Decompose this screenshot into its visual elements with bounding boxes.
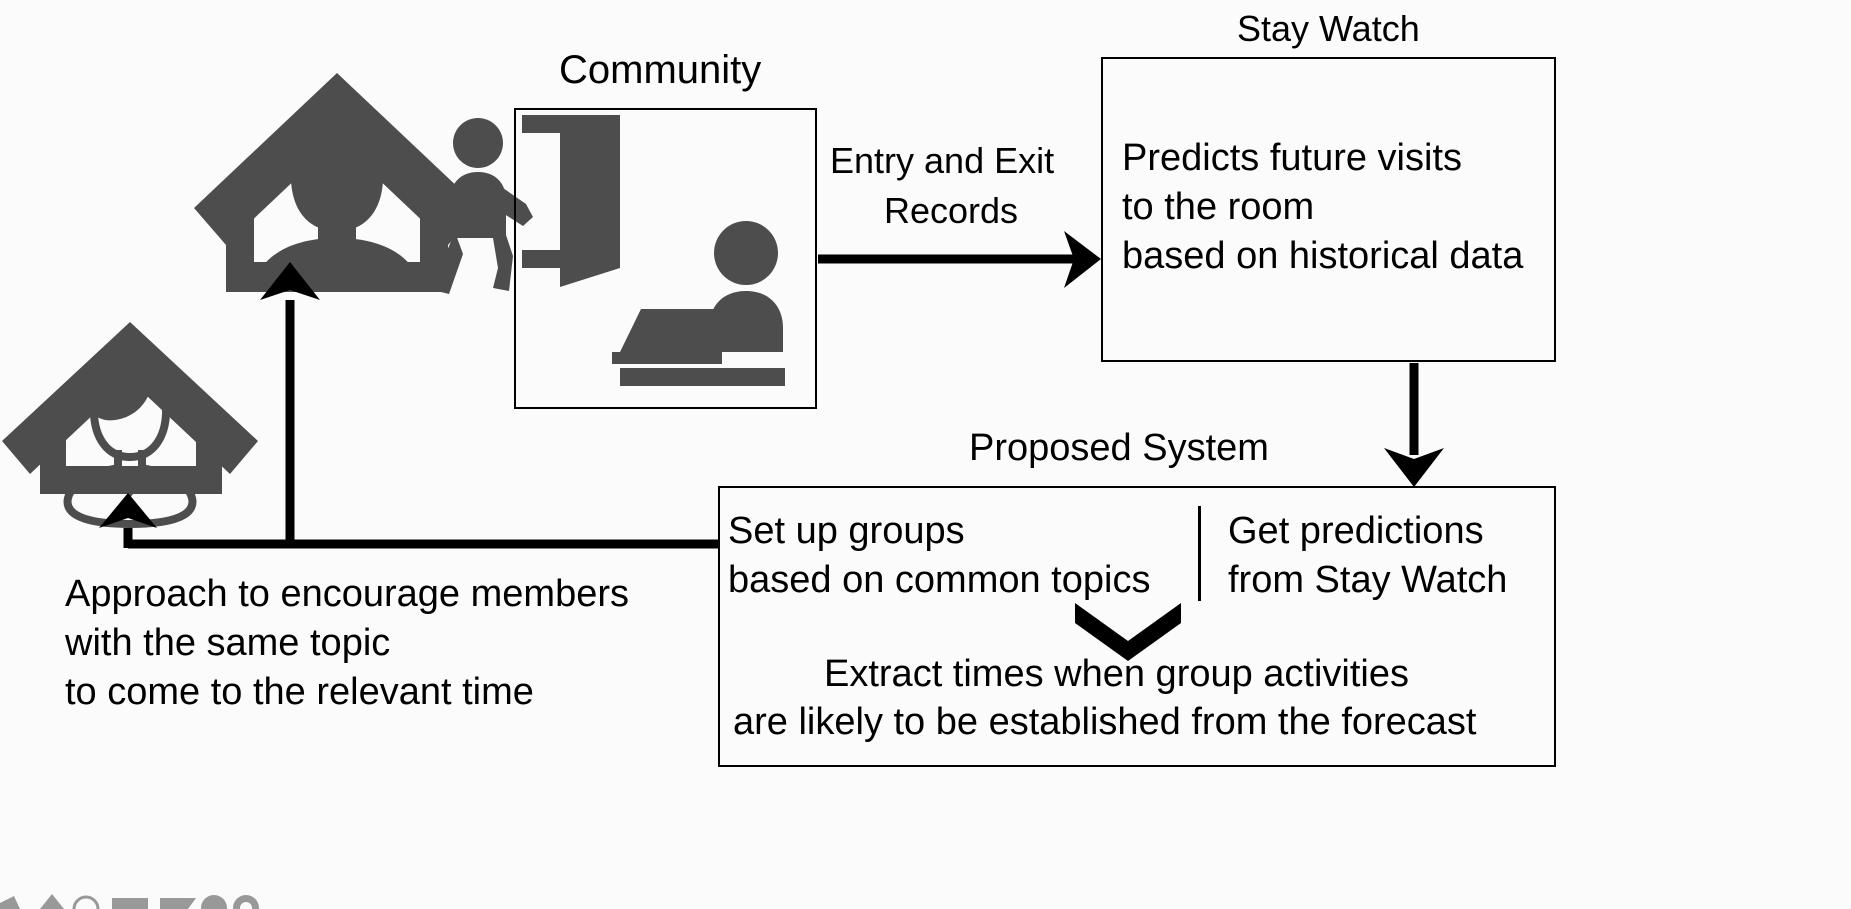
community-to-stay-watch-arrow (818, 231, 1101, 288)
stay-watch-box (1101, 57, 1556, 362)
proposed-system-right-line1: Get predictions (1228, 510, 1484, 552)
proposed-system-left-line1: Set up groups (728, 510, 965, 552)
house-with-male-resident-icon (194, 73, 480, 292)
stay-watch-to-proposed-system-arrow (1384, 363, 1444, 487)
stay-watch-title: Stay Watch (1237, 8, 1420, 49)
approach-note-line1: Approach to encourage members (65, 573, 629, 615)
proposed-system-box (718, 486, 1556, 767)
proposed-system-right-line2: from Stay Watch (1228, 559, 1508, 601)
approach-note-line2: with the same topic (65, 622, 391, 664)
bottom-edge-icon-strip (0, 894, 259, 909)
proposed-system-left-line2: based on common topics (728, 559, 1151, 601)
stay-watch-text-line1: Predicts future visits (1122, 137, 1462, 179)
community-title: Community (559, 48, 762, 92)
stay-watch-text-line3: based on historical data (1122, 235, 1524, 277)
community-box (514, 108, 817, 409)
proposed-system-bottom-line1: Extract times when group activities (824, 653, 1410, 695)
stay-watch-text-line2: to the room (1122, 186, 1315, 228)
approach-note-line3: to come to the relevant time (65, 671, 534, 713)
entry-exit-records-label-line1: Entry and Exit (830, 140, 1055, 181)
house-with-female-resident-icon (2, 322, 258, 529)
proposed-system-column-divider (1198, 506, 1201, 601)
proposed-system-bottom-line2: are likely to be established from the fo… (733, 701, 1477, 743)
entry-exit-records-label-line2: Records (884, 190, 1019, 231)
proposed-system-title: Proposed System (969, 427, 1269, 469)
